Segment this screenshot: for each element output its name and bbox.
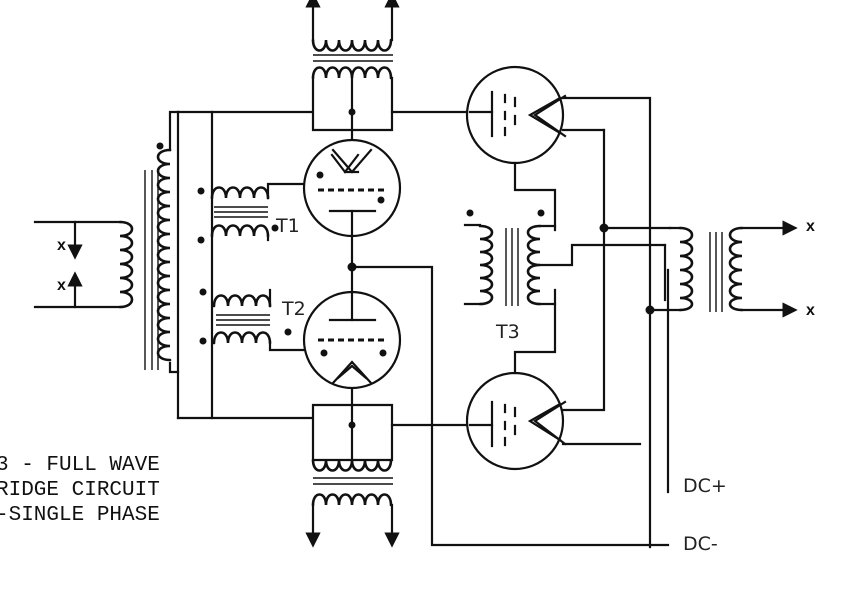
- top-filament-transformer: [305, 0, 472, 147]
- x-output-top-label: x: [806, 218, 815, 235]
- rectifier-tube-1: [302, 138, 402, 269]
- dc-minus-wire: [350, 265, 670, 547]
- t2-filament-transformer: [199, 288, 307, 352]
- x-output-bottom-label: x: [806, 302, 815, 319]
- t3-label: T3: [495, 321, 520, 343]
- output-transformer: [561, 128, 798, 412]
- x-input-bottom-label: x: [57, 277, 66, 294]
- bottom-filament-transformer: [305, 383, 472, 548]
- dc-plus-label: DC+: [683, 475, 727, 497]
- t1-label: T1: [275, 215, 300, 237]
- x-input-top-label: x: [57, 237, 66, 254]
- t2-label: T2: [281, 298, 306, 320]
- rectifier-tube-4: [465, 288, 642, 471]
- dc-minus-label: DC-: [683, 533, 718, 555]
- t1-filament-transformer: [197, 182, 307, 244]
- input-transformer: [33, 110, 180, 420]
- rectifier-tube-3: [465, 65, 652, 549]
- caption-line-1: 3 - FULL WAVE: [0, 454, 160, 477]
- caption-line-2: RIDGE CIRCUIT: [0, 479, 160, 502]
- caption-line-3: -SINGLE PHASE: [0, 504, 160, 527]
- rectifier-tube-2: [302, 265, 402, 390]
- t3-filament-transformer: [463, 209, 606, 306]
